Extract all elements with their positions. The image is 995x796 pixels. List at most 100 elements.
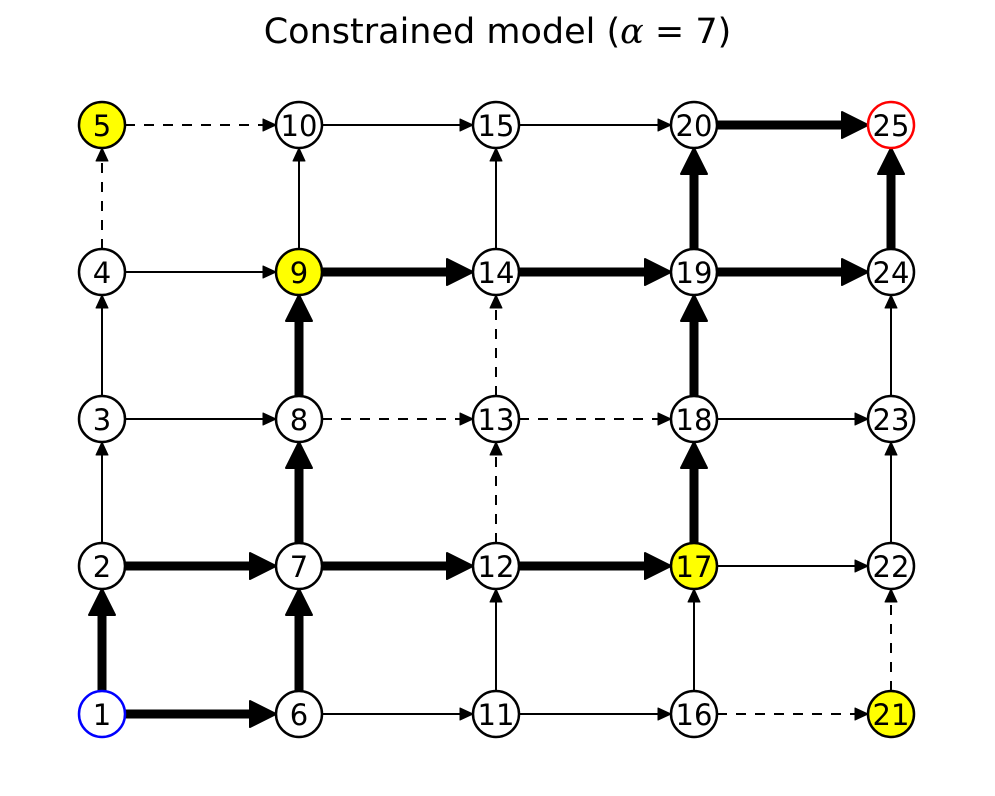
node-12: 12	[471, 541, 521, 591]
node-label: 1	[93, 698, 111, 732]
edge-arrowhead	[285, 588, 313, 616]
node-label: 10	[281, 109, 318, 143]
edge-arrowhead	[841, 258, 869, 286]
edge-23-24	[884, 294, 898, 396]
edge-arrowhead	[644, 258, 672, 286]
node-7: 7	[274, 541, 324, 591]
edge-arrowhead	[446, 258, 474, 286]
node-circle	[669, 100, 719, 150]
edge-arrowhead	[285, 441, 313, 469]
node-circle	[274, 689, 324, 739]
edge-arrowhead	[884, 588, 898, 603]
node-circle	[77, 100, 127, 150]
edge-arrowhead	[459, 118, 474, 132]
edge-arrowhead	[644, 552, 672, 580]
edge-19-24	[717, 258, 869, 286]
edge-arrowhead	[884, 294, 898, 309]
node-layer: 1234567891011121314151617181920212223242…	[77, 100, 916, 739]
edge-arrowhead	[680, 147, 708, 175]
edge-arrowhead	[459, 707, 474, 721]
edge-arrowhead	[854, 559, 869, 573]
edge-8-13	[322, 412, 474, 426]
node-label: 7	[290, 550, 308, 584]
edge-15-20	[519, 118, 672, 132]
node-circle	[866, 247, 916, 297]
node-circle	[669, 689, 719, 739]
edge-1-2	[88, 588, 116, 691]
node-13: 13	[471, 394, 521, 444]
node-circle	[471, 394, 521, 444]
edge-3-8	[125, 412, 277, 426]
node-circle	[471, 541, 521, 591]
node-circle	[77, 541, 127, 591]
node-label: 9	[290, 256, 308, 290]
node-20: 20	[669, 100, 719, 150]
node-label: 19	[676, 256, 713, 290]
edge-6-7	[285, 588, 313, 691]
node-21: 21	[866, 689, 916, 739]
node-circle	[866, 689, 916, 739]
edge-8-9	[285, 294, 313, 396]
node-label: 25	[873, 109, 910, 143]
node-label: 3	[93, 403, 111, 437]
node-circle	[274, 394, 324, 444]
node-circle	[471, 247, 521, 297]
node-label: 23	[873, 403, 910, 437]
node-circle	[471, 100, 521, 150]
edge-13-18	[519, 412, 672, 426]
node-6: 6	[274, 689, 324, 739]
node-3: 3	[77, 394, 127, 444]
edge-arrowhead	[680, 294, 708, 322]
edge-9-14	[322, 258, 474, 286]
edge-20-25	[717, 111, 869, 139]
edge-9-10	[292, 147, 306, 249]
edge-11-16	[519, 707, 672, 721]
edge-10-15	[322, 118, 474, 132]
node-label: 15	[478, 109, 515, 143]
edge-arrowhead	[262, 118, 277, 132]
node-1: 1	[77, 689, 127, 739]
node-circle	[274, 541, 324, 591]
edge-layer	[88, 111, 905, 728]
node-circle	[77, 394, 127, 444]
node-circle	[77, 689, 127, 739]
edge-arrowhead	[489, 441, 503, 456]
edge-18-23	[717, 412, 869, 426]
edge-arrowhead	[489, 294, 503, 309]
edge-arrowhead	[489, 147, 503, 162]
edge-21-22	[884, 588, 898, 691]
edge-arrowhead	[877, 147, 905, 175]
node-label: 14	[478, 256, 515, 290]
edge-4-9	[125, 265, 277, 279]
node-10: 10	[274, 100, 324, 150]
node-14: 14	[471, 247, 521, 297]
edge-14-15	[489, 147, 503, 249]
edge-arrowhead	[95, 147, 109, 162]
edge-arrowhead	[95, 294, 109, 309]
edge-16-17	[687, 588, 701, 691]
node-circle	[866, 394, 916, 444]
node-circle	[669, 394, 719, 444]
node-label: 13	[478, 403, 515, 437]
edge-arrowhead	[657, 118, 672, 132]
node-11: 11	[471, 689, 521, 739]
edge-arrowhead	[489, 588, 503, 603]
edge-6-11	[322, 707, 474, 721]
node-2: 2	[77, 541, 127, 591]
node-label: 12	[478, 550, 515, 584]
node-circle	[866, 541, 916, 591]
node-8: 8	[274, 394, 324, 444]
edge-7-8	[285, 441, 313, 543]
node-17: 17	[669, 541, 719, 591]
node-circle	[866, 100, 916, 150]
edge-arrowhead	[249, 552, 277, 580]
node-24: 24	[866, 247, 916, 297]
edge-17-18	[680, 441, 708, 543]
edge-4-5	[95, 147, 109, 249]
edge-5-10	[125, 118, 277, 132]
title-suffix: = 7)	[643, 12, 732, 52]
edge-arrowhead	[285, 294, 313, 322]
edge-arrowhead	[459, 412, 474, 426]
node-label: 11	[478, 698, 515, 732]
